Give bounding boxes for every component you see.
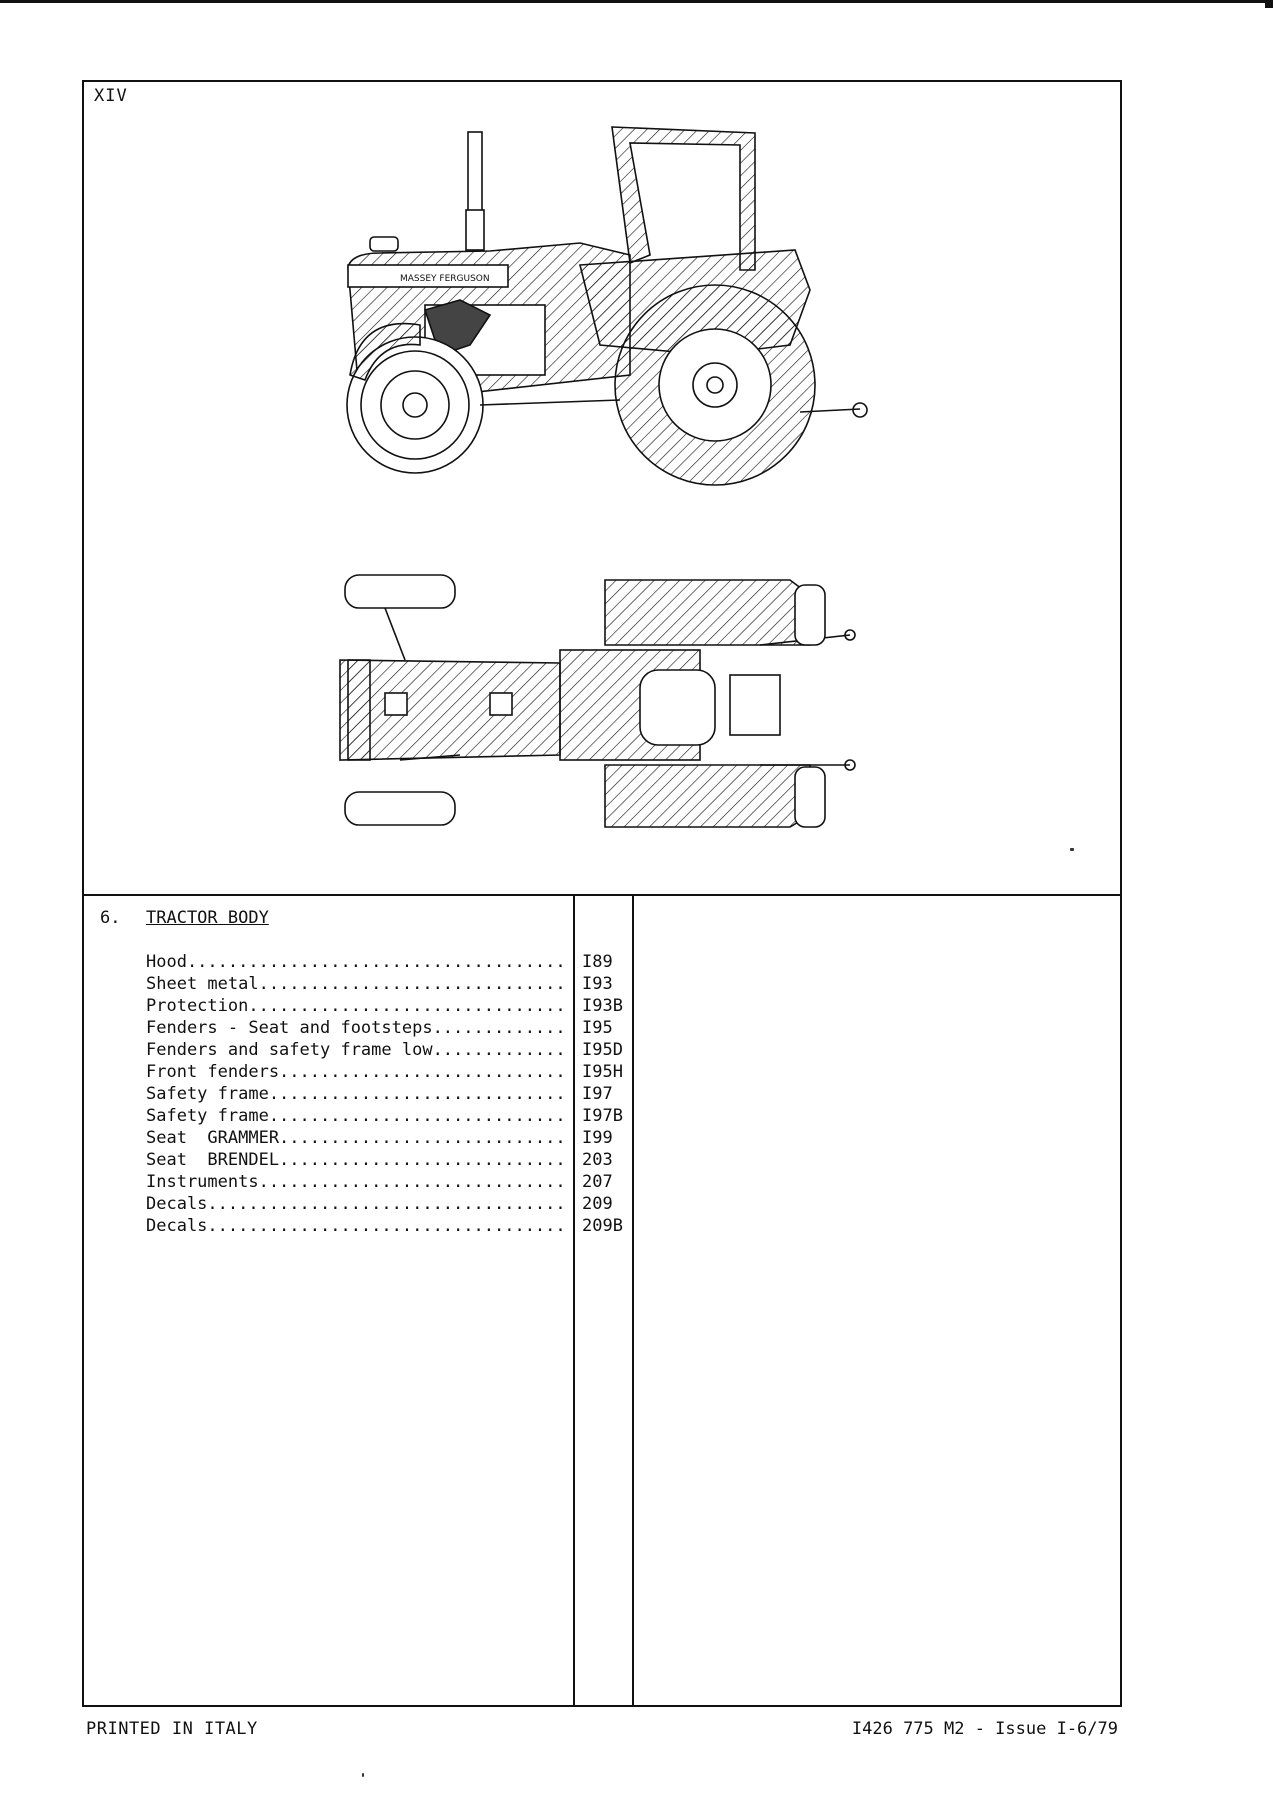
index-row-ref: I95 [582,1018,613,1038]
footer-printed-in: PRINTED IN ITALY [86,1719,258,1739]
page-section-label: XIV [94,86,128,106]
index-row-ref: 209B [582,1216,623,1236]
scan-corner-mark [1265,0,1273,8]
ref-column-left-rule [573,894,575,1707]
index-row-ref: I89 [582,952,613,972]
tractor-side-view: MASSEY FERGUSON [346,126,868,486]
index-row-label: Fenders and safety frame low............… [146,1040,569,1060]
index-row-ref: I97 [582,1084,613,1104]
index-row-label: Fenders - Seat and footsteps............… [146,1018,569,1038]
index-row-ref: I93B [582,996,623,1016]
index-row-ref: 207 [582,1172,613,1192]
index-row-ref: I99 [582,1128,613,1148]
index-row-ref: I95D [582,1040,623,1060]
index-row-label: Safety frame............................… [146,1106,569,1126]
index-row-label: Seat GRAMMER............................… [146,1128,569,1148]
index-row-label: Seat BRENDEL............................… [146,1150,569,1170]
section-title: TRACTOR BODY [146,908,269,928]
index-row-label: Hood....................................… [146,952,569,972]
scan-top-edge [0,0,1273,3]
index-row-ref: 203 [582,1150,613,1170]
index-row-label: Front fenders...........................… [146,1062,569,1082]
scan-speck [1070,848,1074,851]
index-row-label: Safety frame............................… [146,1084,569,1104]
ref-column-right-rule [632,894,634,1707]
index-row-ref: 209 [582,1194,613,1214]
index-row-label: Instruments.............................… [146,1172,569,1192]
footer-part-number: I426 775 M2 - Issue I-6/79 [851,1719,1118,1739]
scan-speck [362,1773,364,1777]
index-row-ref: I95H [582,1062,623,1082]
tractor-illustration: MASSEY FERGUSON [330,115,870,839]
tractor-top-view [339,574,856,828]
tractor-drawing: MASSEY FERGUSON [339,126,868,828]
index-row-ref: I93 [582,974,613,994]
index-row-label: Decals..................................… [146,1194,569,1214]
section-divider [82,894,1122,896]
hood-badge-icon: MASSEY FERGUSON [400,274,490,284]
section-number: 6. [100,908,121,928]
page-frame [82,80,1122,1707]
index-row-label: Protection..............................… [146,996,569,1016]
index-row-label: Decals..................................… [146,1216,569,1236]
index-row-label: Sheet metal.............................… [146,974,569,994]
index-row-ref: I97B [582,1106,623,1126]
